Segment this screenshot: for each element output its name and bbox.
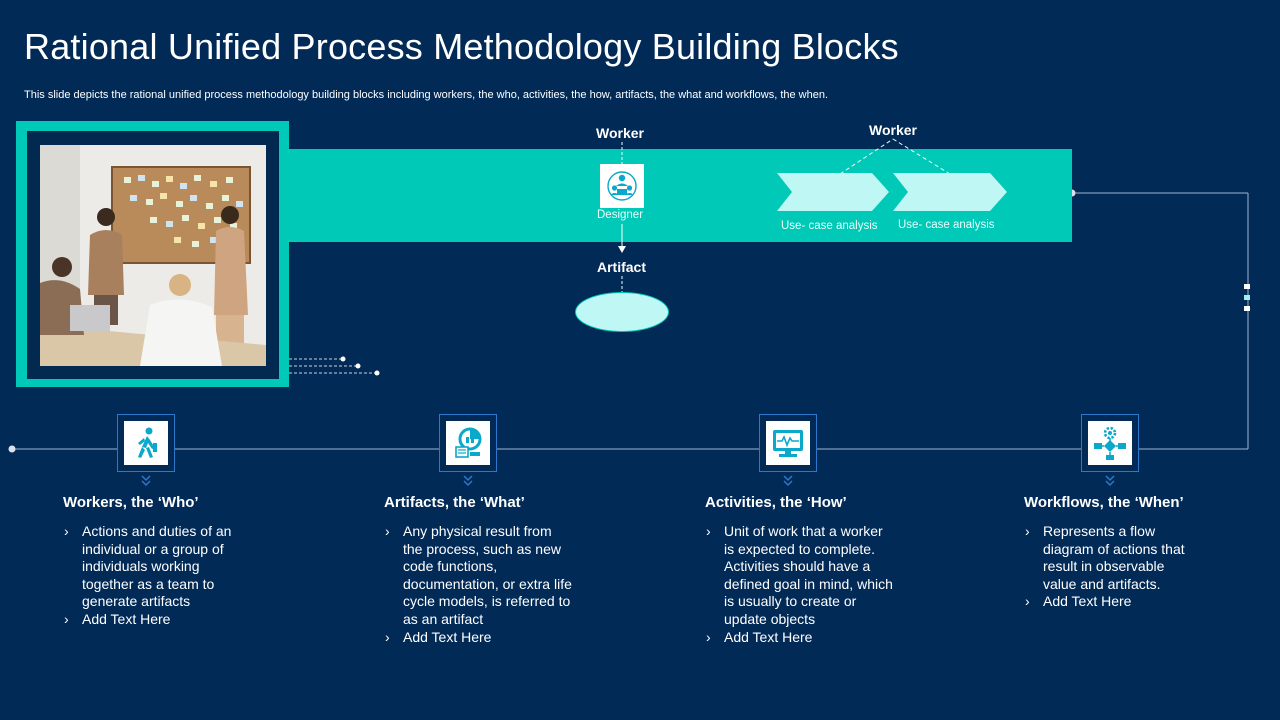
page-subtitle: This slide depicts the rational unified …	[24, 89, 829, 101]
card-title: Artifacts, the ‘What’	[384, 494, 525, 511]
artifact-ellipse	[575, 292, 669, 332]
chevron-down-icon	[141, 475, 151, 487]
activities-icon-box	[759, 414, 817, 472]
card-title: Activities, the ‘How’	[705, 494, 847, 511]
workers-icon-box	[117, 414, 175, 472]
workflows-icon-box	[1081, 414, 1139, 472]
monitor-pulse-icon	[766, 421, 810, 465]
worker-label-left: Worker	[596, 125, 644, 141]
activities-card: Activities, the ‘How’ Unit of work that …	[705, 494, 955, 646]
card-title: Workers, the ‘Who’	[63, 494, 199, 511]
card-bullets: Any physical result from the process, su…	[384, 523, 574, 646]
card-bullets: Unit of work that a worker is expected t…	[705, 523, 895, 646]
use-case-label-2: Use- case analysis	[898, 219, 995, 231]
artifacts-icon-box	[439, 414, 497, 472]
designer-label: Designer	[597, 209, 644, 221]
artifacts-card: Artifacts, the ‘What’ Any physical resul…	[384, 494, 634, 646]
card-title: Workflows, the ‘When’	[1024, 494, 1184, 511]
page-title: Rational Unified Process Methodology Bui…	[24, 26, 899, 67]
card-bullet: Actions and duties of an individual or a…	[63, 523, 243, 611]
connector-handle-mid	[1244, 295, 1250, 300]
card-bullet: Add Text Here	[384, 629, 574, 647]
card-bullet: Add Text Here	[63, 611, 243, 629]
artifact-chart-icon	[446, 421, 490, 465]
walking-person-icon	[124, 421, 168, 465]
chevron-down-icon	[783, 475, 793, 487]
card-bullet: Any physical result from the process, su…	[384, 523, 574, 629]
designer-group-icon	[607, 171, 637, 201]
team-meeting-photo	[40, 145, 266, 366]
timeline-start-dot	[8, 445, 16, 453]
worker-label-right: Worker	[869, 122, 917, 138]
card-bullet: Add Text Here	[1024, 593, 1194, 611]
card-bullet: Add Text Here	[705, 629, 895, 647]
use-case-label-1: Use- case analysis	[781, 220, 878, 232]
chevron-down-icon	[463, 475, 473, 487]
card-bullet: Unit of work that a worker is expected t…	[705, 523, 895, 629]
connector-handle-bottom	[1244, 306, 1250, 311]
card-bullets: Represents a flow diagram of actions tha…	[1024, 523, 1194, 611]
workflow-gear-icon	[1088, 421, 1132, 465]
artifact-label: Artifact	[597, 259, 647, 275]
designer-icon-box	[600, 164, 644, 208]
workflows-card: Workflows, the ‘When’ Represents a flow …	[1024, 494, 1274, 611]
connector-handle-top	[1244, 284, 1250, 289]
chevron-down-icon	[1105, 475, 1115, 487]
workers-card: Workers, the ‘Who’ Actions and duties of…	[63, 494, 313, 629]
card-bullets: Actions and duties of an individual or a…	[63, 523, 243, 629]
card-bullet: Represents a flow diagram of actions tha…	[1024, 523, 1194, 593]
